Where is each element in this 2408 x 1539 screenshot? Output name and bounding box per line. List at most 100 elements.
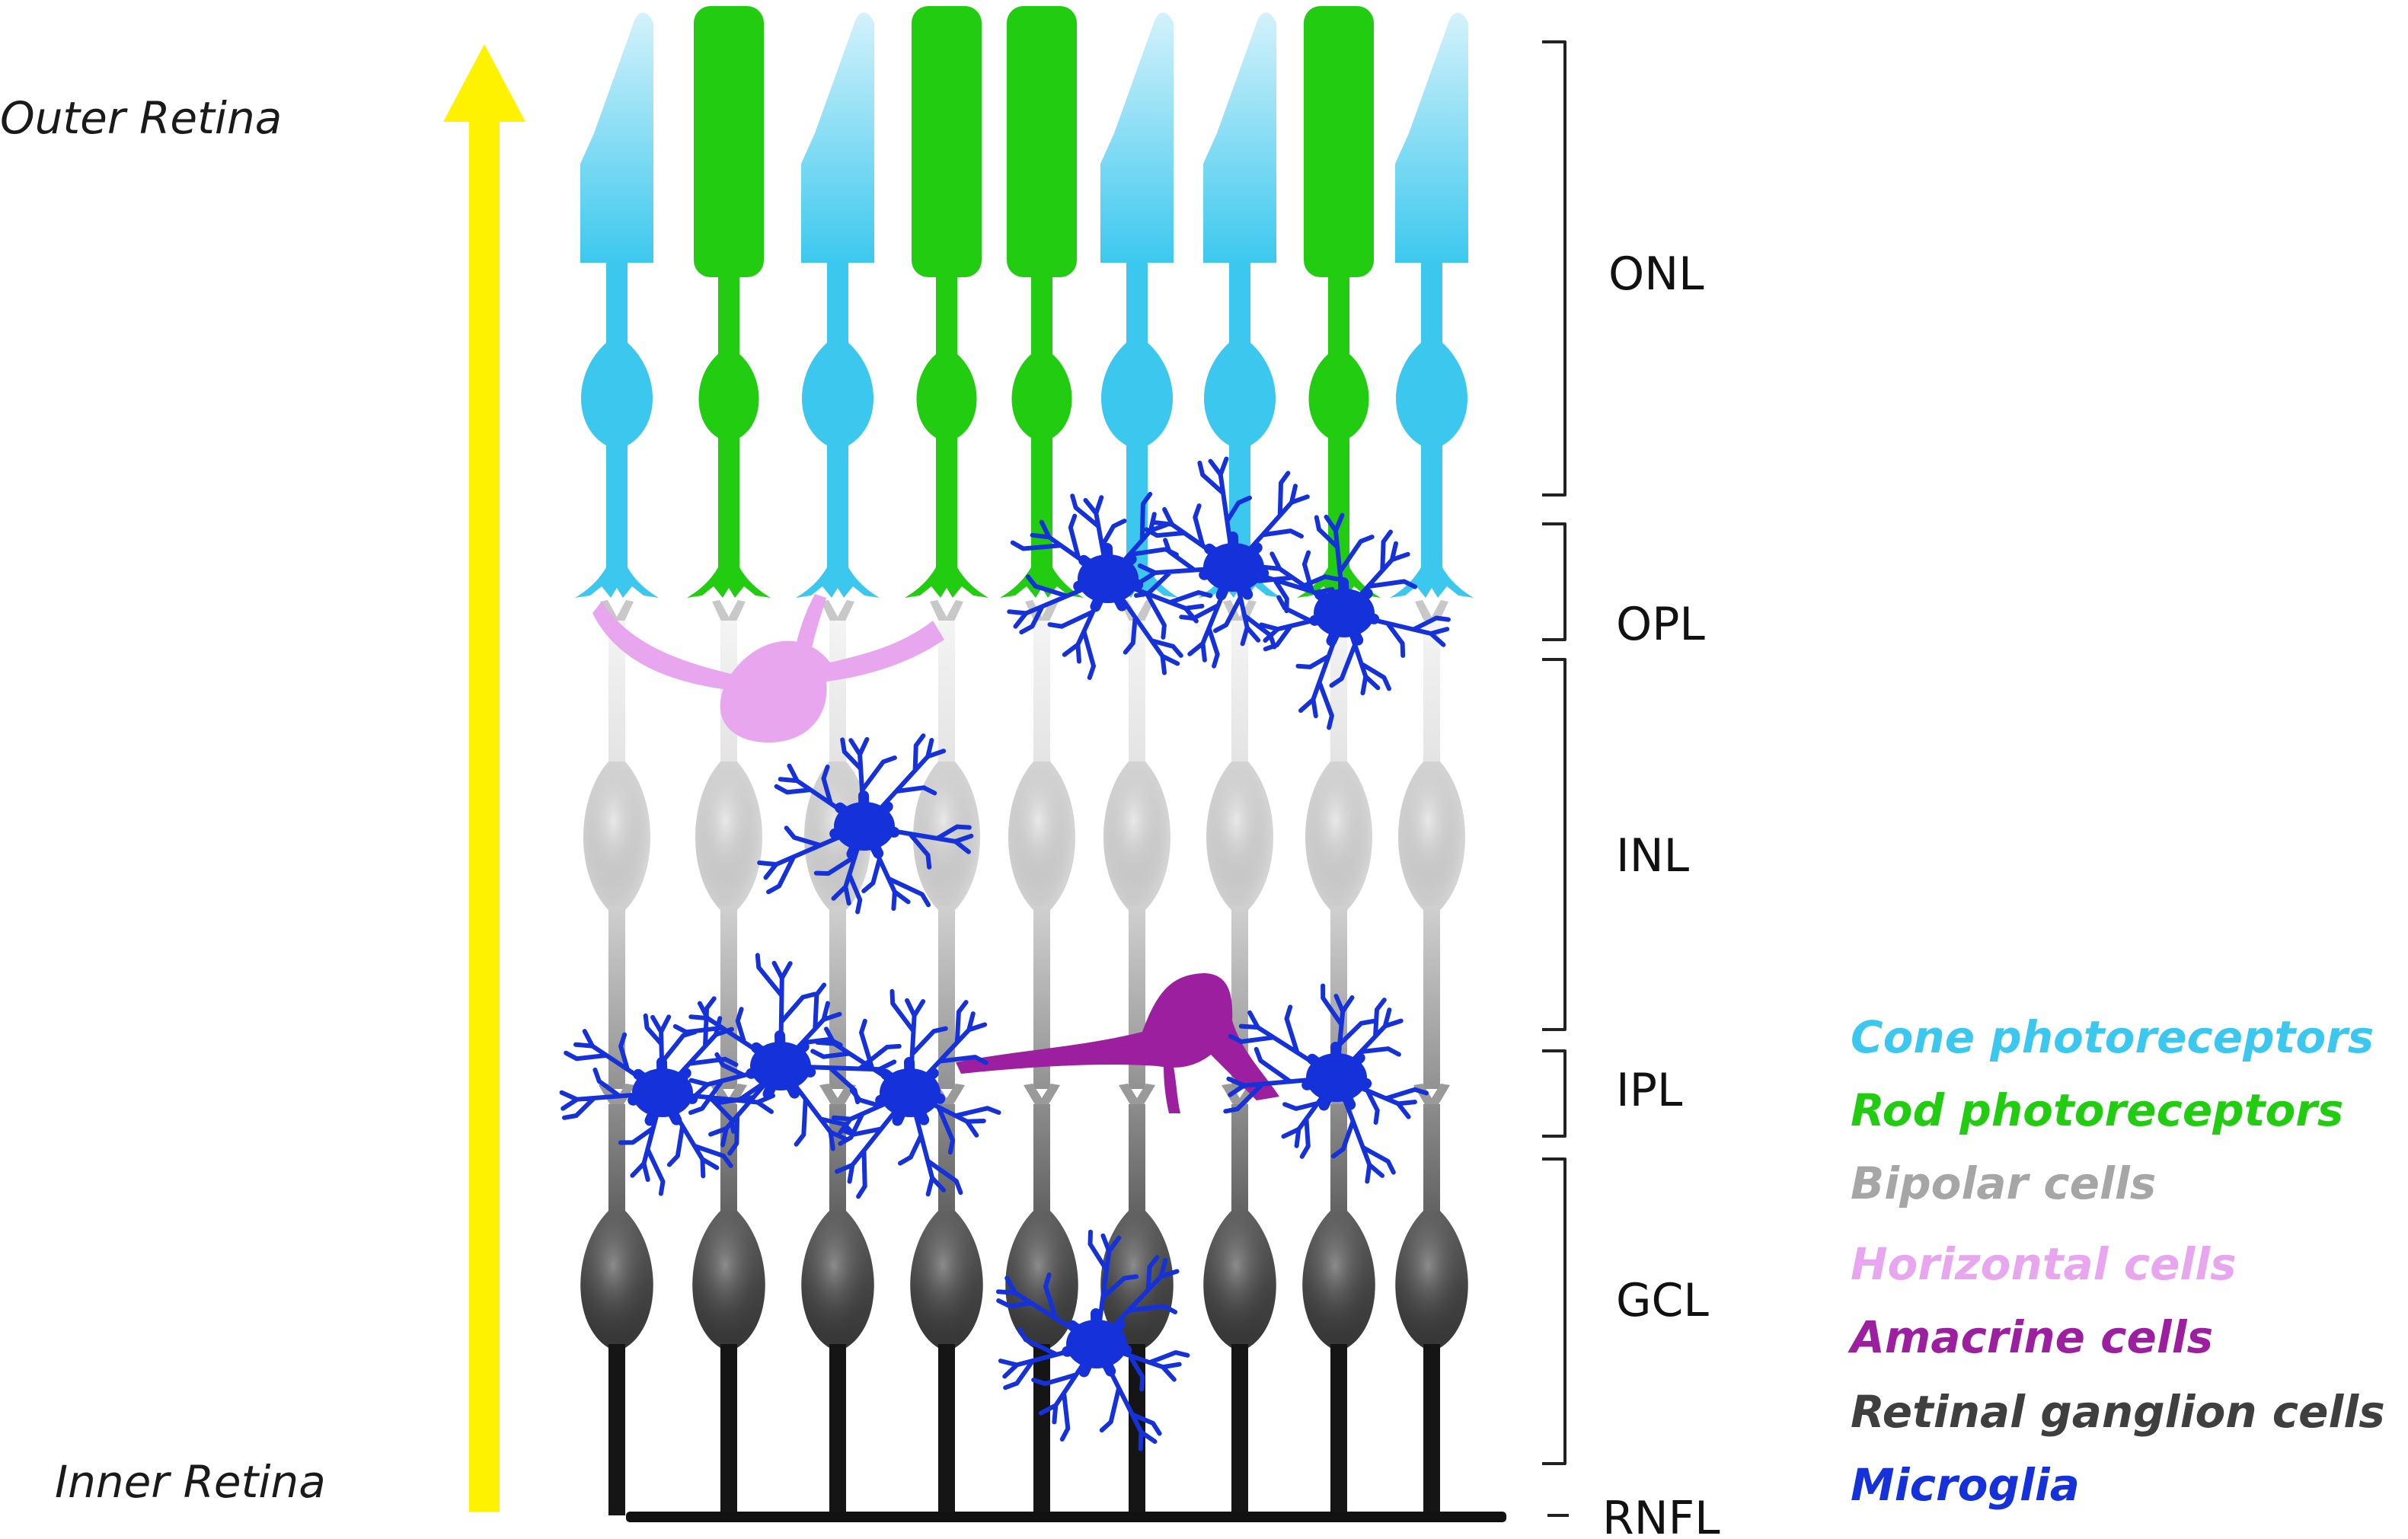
microglia-soma [1306,1053,1367,1102]
bipolar-process [1423,621,1440,788]
microglia-cell [810,988,1001,1199]
ganglion-soma-shade [1395,1211,1468,1348]
microglia-soma [880,1068,941,1117]
microglia-soma [750,1042,811,1090]
rod-photoreceptor [1000,6,1084,598]
microglia-soma [1066,1320,1127,1368]
ganglion-dendrite [1119,1084,1155,1106]
cell-column [1395,600,1468,1515]
cone-axon [606,442,628,571]
microglia-processes [996,1229,1190,1451]
cone-photoreceptor [575,12,659,598]
rod-inner-segment [1031,274,1052,358]
layer-label-inl: INL [1616,829,1690,883]
cone-axon [1421,442,1442,571]
rod-inner-segment [718,274,739,358]
layer-label-ipl: IPL [1616,1064,1683,1117]
rod-outer-segment [912,6,982,277]
bipolar-axon [829,906,846,1089]
microglia-cell [757,733,974,915]
rod-spherule [687,567,771,598]
ganglion-soma-shade [692,1211,765,1348]
microglia-cell [1223,983,1429,1184]
microglia-group [559,456,1451,1451]
ganglion-process [1423,1104,1440,1226]
cone-axon [827,442,848,571]
bipolar-dendrite [821,600,854,624]
legend-microglia: Microglia [1851,1459,2080,1511]
cone-inner-segment [827,263,848,346]
ganglion-process [1330,1104,1347,1226]
bipolar-process [1231,621,1248,788]
ganglion-axon [938,1344,955,1515]
ganglion-process [1129,1104,1145,1226]
rod-photoreceptor [905,6,988,598]
ganglion-axon [1033,1344,1050,1515]
ganglion-axon [1231,1344,1248,1515]
layer-label-rnfl: RNFL [1602,1492,1720,1539]
rod-photoreceptor [687,6,771,598]
rod-soma [698,354,759,438]
microglia-cell [672,953,902,1156]
ganglion-soma-shade [1005,1211,1078,1348]
rod-soma [1011,354,1072,438]
ganglion-axon [608,1344,625,1515]
cell-column [1203,600,1276,1515]
legend-amacrine: Amacrine cells [1848,1311,2213,1363]
cone-soma [1396,343,1467,445]
layer-brackets: ONL OPL INL IPL GCL RNFL [1542,40,1720,1539]
bipolar-process [1033,621,1050,788]
rod-axon [1031,434,1052,571]
ganglion-dendrite [1024,1084,1060,1106]
microglia-soma [1203,543,1264,592]
bipolar-soma-shade [1206,762,1273,910]
microglia-processes [757,733,974,915]
cell-column [580,600,653,1515]
cone-soma [802,343,873,445]
layer-label-onl: ONL [1608,247,1704,301]
rod-soma [1308,354,1369,438]
ganglion-dendrite [819,1084,856,1106]
cone-outer-segment [1395,12,1468,263]
gcl-bracket [1542,1157,1566,1465]
opl-bracket [1542,522,1566,641]
bipolar-dendrite [930,600,963,624]
ganglion-soma-shade [1302,1211,1375,1348]
rod-inner-segment [936,274,957,358]
bipolar-dendrite [1025,600,1059,624]
bipolar-soma-shade [1305,762,1372,910]
bipolar-soma-shade [1398,762,1465,910]
rod-photoreceptor [1297,6,1381,598]
inner-retina-label: Inner Retina [55,1456,326,1508]
horizontal-cell [592,594,944,742]
bipolar-process [608,621,625,788]
rod-spherule [905,567,988,598]
cell-column [910,600,983,1515]
cone-inner-segment [1421,263,1442,346]
inl-bracket [1542,658,1566,1031]
ganglion-soma-shade [580,1211,653,1348]
cone-outer-segment [580,12,653,263]
legend-ganglion: Retinal ganglion cells [1851,1386,2385,1438]
microglia-soma [1314,589,1375,637]
ganglion-axon [829,1344,846,1515]
cone-photoreceptor [796,12,880,598]
microglia-soma [632,1068,693,1117]
bipolar-axon [1033,906,1050,1089]
cone-inner-segment [1229,263,1250,346]
microglia-cell [559,996,784,1196]
rod-inner-segment [1328,274,1349,358]
rod-outer-segment [1007,6,1077,277]
rod-spherule [1000,567,1084,598]
rod-axon [936,434,957,571]
bipolar-process [1129,621,1145,788]
legend-bipolar: Bipolar cells [1851,1157,2156,1209]
rod-axon [718,434,739,571]
retina-axis: Outer Retina Inner Retina [0,44,525,1512]
cell-type-legend: Cone photoreceptors Rod photoreceptors B… [1848,1011,2385,1511]
cell-column [801,600,874,1515]
ganglion-dendrite [1413,1084,1450,1106]
ganglion-axon [720,1344,737,1515]
photoreceptor-row [575,6,1474,598]
